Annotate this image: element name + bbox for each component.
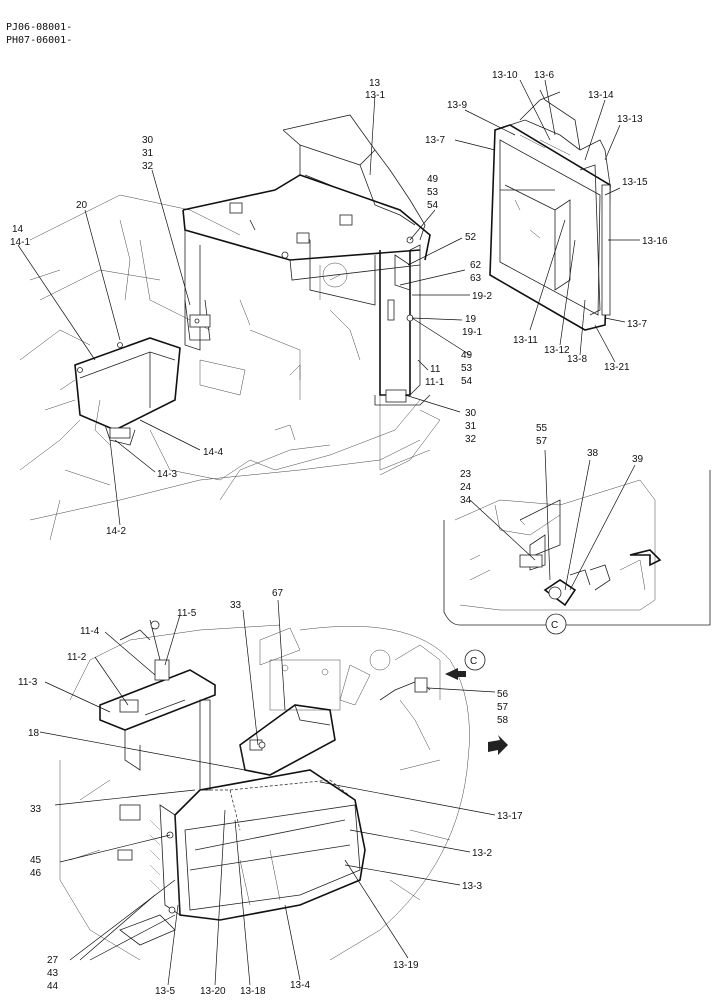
label-13-8: 13-8 [567, 354, 587, 365]
label-33b: 33 [30, 804, 42, 815]
label-13-13: 13-13 [617, 114, 643, 125]
detail-c-view: C [443, 470, 711, 635]
part-labels: 13 13-1 30 31 32 20 14 14-1 49 53 54 52 … [10, 70, 668, 997]
label-13-21: 13-21 [604, 362, 630, 373]
label-11-5: 11-5 [177, 608, 197, 619]
label-13-18: 13-18 [240, 986, 266, 997]
label-13-12: 13-12 [544, 345, 570, 356]
label-19-2: 19-2 [472, 291, 492, 302]
label-13-4: 13-4 [290, 980, 310, 991]
view-c-arrow-icon [445, 668, 466, 680]
label-33a: 33 [230, 600, 242, 611]
label-56: 56 [497, 689, 509, 700]
label-54a: 54 [427, 200, 439, 211]
leader-lines [17, 79, 640, 986]
header-serial-1: PJ06-08001- [6, 22, 72, 33]
direction-arrow-icon [488, 735, 508, 755]
label-46: 46 [30, 868, 42, 879]
label-13-19: 13-19 [393, 960, 419, 971]
label-49a: 49 [427, 174, 439, 185]
label-13-10: 13-10 [492, 70, 518, 81]
label-13-15: 13-15 [622, 177, 648, 188]
detail-c-marker: C [551, 620, 558, 631]
label-54b: 54 [461, 376, 473, 387]
label-14-2: 14-2 [106, 526, 126, 537]
label-13-11: 13-11 [513, 335, 538, 346]
label-27: 27 [47, 955, 59, 966]
label-13-2: 13-2 [472, 848, 492, 859]
label-19: 19 [465, 314, 477, 325]
label-39: 39 [632, 454, 644, 465]
label-14-4: 14-4 [203, 447, 223, 458]
condenser-frame-detail [489, 89, 611, 331]
lower-assembly: C [59, 619, 508, 961]
label-13-1: 13-1 [365, 90, 385, 101]
label-18: 18 [28, 728, 40, 739]
label-34: 34 [460, 495, 472, 506]
label-62: 62 [470, 260, 482, 271]
label-52: 52 [465, 232, 477, 243]
header-serial-2: PH07-06001- [6, 35, 72, 46]
view-c-marker: C [470, 656, 477, 667]
label-43: 43 [47, 968, 59, 979]
label-13-17: 13-17 [497, 811, 523, 822]
label-63: 63 [470, 273, 482, 284]
label-13-7b: 13-7 [627, 319, 647, 330]
label-45: 45 [30, 855, 42, 866]
label-11-1: 11-1 [425, 377, 445, 388]
label-53b: 53 [461, 363, 473, 374]
label-58: 58 [497, 715, 509, 726]
label-55: 55 [536, 423, 548, 434]
label-57b: 57 [497, 702, 509, 713]
label-24: 24 [460, 482, 472, 493]
label-31b: 31 [465, 421, 477, 432]
label-14-3: 14-3 [157, 469, 177, 480]
label-11-4: 11-4 [80, 626, 100, 637]
upper-frame-assembly [19, 114, 441, 541]
label-13-9: 13-9 [447, 100, 467, 111]
label-14: 14 [12, 224, 24, 235]
label-19-1: 19-1 [462, 327, 482, 338]
label-30b: 30 [465, 408, 477, 419]
label-13-5: 13-5 [155, 986, 175, 997]
label-53a: 53 [427, 187, 439, 198]
label-13-7a: 13-7 [425, 135, 445, 146]
label-67: 67 [272, 588, 284, 599]
label-38: 38 [587, 448, 599, 459]
label-11-3: 11-3 [18, 677, 38, 688]
label-23: 23 [460, 469, 472, 480]
label-11a: 11 [430, 364, 441, 375]
label-32b: 32 [465, 434, 477, 445]
label-32a: 32 [142, 161, 154, 172]
label-20: 20 [76, 200, 88, 211]
label-13-3: 13-3 [462, 881, 482, 892]
label-57a: 57 [536, 436, 548, 447]
label-13: 13 [369, 78, 381, 89]
label-14-1: 14-1 [10, 237, 30, 248]
label-13-14: 13-14 [588, 90, 614, 101]
label-31a: 31 [142, 148, 154, 159]
label-44: 44 [47, 981, 59, 992]
label-30a: 30 [142, 135, 154, 146]
label-13-6: 13-6 [534, 70, 554, 81]
label-13-16: 13-16 [642, 236, 668, 247]
label-49b: 49 [461, 350, 473, 361]
label-11-2: 11-2 [67, 652, 87, 663]
label-13-20: 13-20 [200, 986, 226, 997]
